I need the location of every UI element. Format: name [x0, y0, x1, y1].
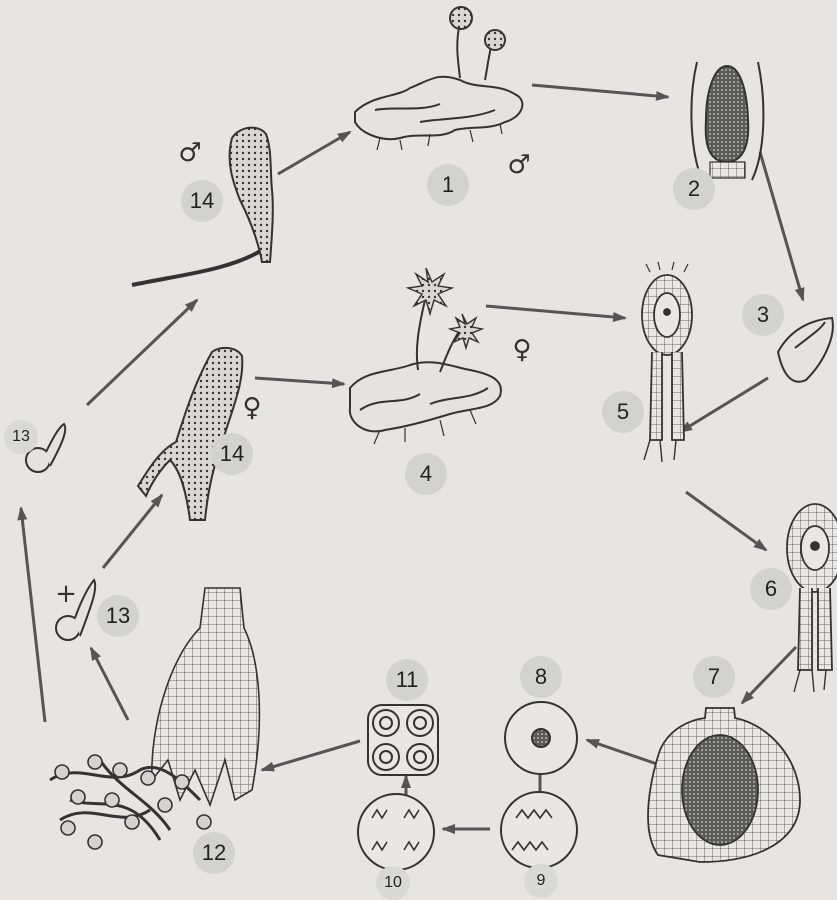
- label-7: 7: [693, 656, 735, 698]
- arrow-4-to-5: [486, 306, 625, 318]
- label-9: 9: [524, 864, 558, 898]
- label-14-upper: 14: [181, 180, 223, 222]
- label-10: 10: [376, 866, 410, 900]
- male-symbol-plant: ♂: [507, 152, 530, 178]
- male-symbol-protonema: ♂: [178, 140, 201, 166]
- arrow-2-to-3: [760, 152, 803, 300]
- label-1: 1: [427, 164, 469, 206]
- female-symbol-plant: ♀: [512, 337, 531, 363]
- female-symbol-protonema: ♀: [242, 395, 261, 421]
- fertilised-archegonium-figure: [787, 504, 837, 692]
- capsule-figure: [648, 708, 800, 862]
- arrow-12-to-13-lower: [91, 648, 128, 720]
- label-13-lower: 13: [97, 595, 139, 637]
- arrow-12-to-13-upper: [21, 508, 45, 722]
- label-8: 8: [520, 656, 562, 698]
- label-6: 6: [750, 568, 792, 610]
- spore-tetrad-figure: [368, 705, 438, 775]
- label-3: 3: [742, 294, 784, 336]
- meiosis-cell-10-figure: [358, 794, 434, 870]
- label-11: 11: [386, 659, 428, 701]
- arrow-13-to-14-lower: [103, 495, 162, 568]
- spore-mother-cell-figure: [505, 702, 577, 774]
- plus-symbol-spore: +: [55, 581, 77, 607]
- arrow-11-to-12: [262, 741, 360, 770]
- label-14-lower: 14: [211, 433, 253, 475]
- meiosis-cell-9-figure: [501, 792, 577, 868]
- arrow-6-to-7: [742, 647, 796, 703]
- arrow-14-to-1: [278, 132, 350, 174]
- spermatozoid-figure: [778, 318, 833, 382]
- female-plant-figure: [350, 268, 501, 444]
- arrow-7-to-8: [587, 740, 657, 764]
- arrow-13-to-14-upper: [87, 300, 197, 405]
- label-5: 5: [602, 391, 644, 433]
- archegonium-figure: [642, 262, 692, 462]
- label-13-upper: 13: [4, 420, 38, 454]
- arrow-1-to-2: [532, 85, 668, 97]
- male-plant-figure: [355, 7, 522, 150]
- label-2: 2: [673, 168, 715, 210]
- arrow-3-to-5: [680, 378, 768, 432]
- label-4: 4: [405, 453, 447, 495]
- arrow-5-to-6: [686, 492, 766, 550]
- antheridium-figure: [691, 62, 763, 180]
- arrow-14-to-4: [255, 378, 344, 384]
- label-12: 12: [193, 832, 235, 874]
